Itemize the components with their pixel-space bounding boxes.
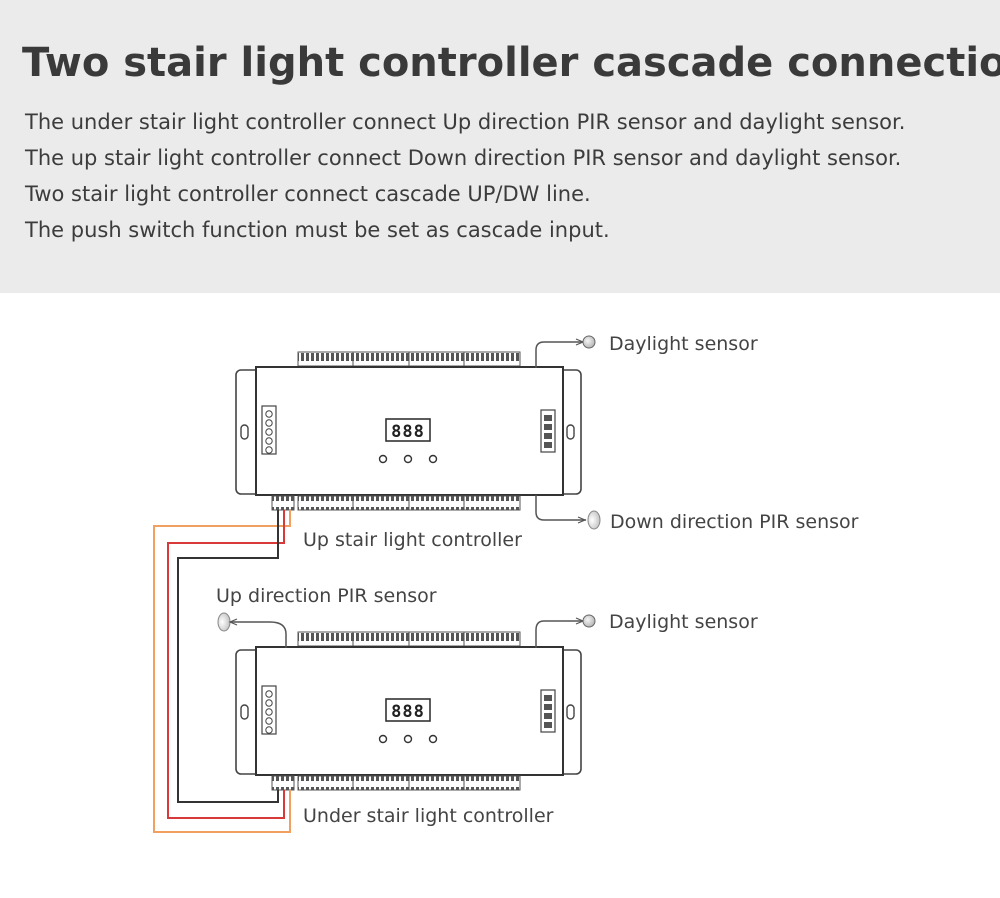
- cascade-wire-red: [167, 510, 285, 819]
- description: The under stair light controller connect…: [25, 104, 905, 248]
- up-controller-label: Up stair light controller: [303, 529, 522, 551]
- header-panel: Two stair light controller cascade conne…: [0, 0, 1000, 293]
- wiring-diagram: 888 Daylight sensor Down direction PIR s…: [153, 333, 859, 833]
- under-daylight-label: Daylight sensor: [609, 611, 758, 633]
- description-line-1: The under stair light controller connect…: [25, 110, 906, 134]
- up-controller-display: 888: [391, 422, 425, 442]
- description-line-2: The up stair light controller connect Do…: [25, 146, 902, 170]
- under-daylight-sensor: Daylight sensor: [535, 611, 758, 648]
- down-pir-label: Down direction PIR sensor: [610, 511, 859, 533]
- under-controller-label: Under stair light controller: [303, 805, 554, 827]
- cascade-wires: [153, 510, 291, 833]
- under-controller-display: 888: [391, 702, 425, 722]
- up-direction-pir-sensor: Up direction PIR sensor: [216, 585, 437, 648]
- cascade-wire-black: [177, 510, 279, 803]
- cascade-wire-orange: [153, 510, 291, 833]
- under-stair-controller: 888: [235, 631, 582, 791]
- up-pir-label: Up direction PIR sensor: [216, 585, 437, 607]
- description-line-4: The push switch function must be set as …: [25, 218, 610, 242]
- up-stair-controller: 888: [235, 351, 582, 511]
- up-daylight-label: Daylight sensor: [609, 333, 758, 355]
- up-daylight-sensor: Daylight sensor: [535, 333, 758, 368]
- description-line-3: Two stair light controller connect casca…: [25, 182, 591, 206]
- page-title: Two stair light controller cascade conne…: [22, 40, 1000, 86]
- down-direction-pir-sensor: Down direction PIR sensor: [535, 495, 859, 533]
